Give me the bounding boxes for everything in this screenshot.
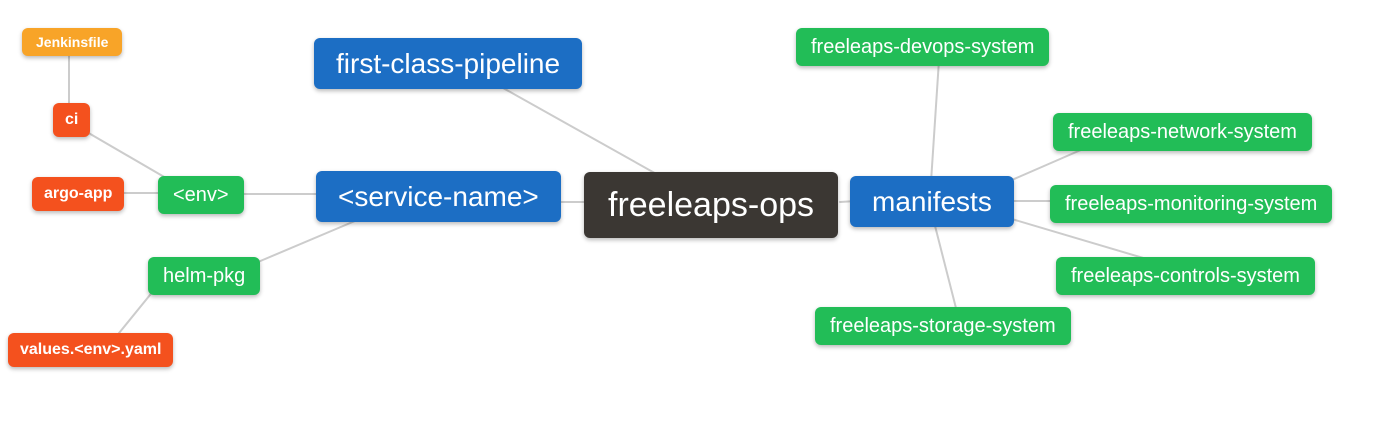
node-first-class-pipeline[interactable]: first-class-pipeline (314, 38, 583, 89)
edge-manifests-storage-system (932, 217, 958, 313)
node-freeleaps-monitoring-system[interactable]: freeleaps-monitoring-system (1050, 185, 1333, 223)
edge-manifests-devops-system (930, 59, 940, 183)
node-freeleaps-network-system[interactable]: freeleaps-network-system (1053, 113, 1312, 151)
node-freeleaps-controls-system[interactable]: freeleaps-controls-system (1056, 257, 1315, 295)
node-argo-app[interactable]: argo-app (32, 177, 125, 211)
node-freeleaps-ops[interactable]: freeleaps-ops (584, 172, 839, 238)
node-freeleaps-storage-system[interactable]: freeleaps-storage-system (815, 307, 1071, 345)
edge-ci-env (79, 127, 167, 179)
node-manifests[interactable]: manifests (850, 176, 1014, 227)
edge-service-name-helm-pkg (257, 217, 363, 263)
node-ci[interactable]: ci (53, 103, 91, 137)
node-env[interactable]: <env> (158, 176, 244, 214)
edge-manifests-network-system (1004, 145, 1091, 184)
edge-helm-pkg-values-env-yaml (114, 289, 155, 339)
edge-first-class-pipeline-root (495, 83, 661, 177)
edge-manifests-controls-system (1004, 216, 1151, 261)
node-service-name[interactable]: <service-name> (316, 171, 561, 222)
node-jenkinsfile[interactable]: Jenkinsfile (22, 28, 123, 56)
node-values-env-yaml[interactable]: values.<env>.yaml (8, 333, 174, 367)
node-freeleaps-devops-system[interactable]: freeleaps-devops-system (796, 28, 1050, 66)
node-helm-pkg[interactable]: helm-pkg (148, 257, 261, 295)
